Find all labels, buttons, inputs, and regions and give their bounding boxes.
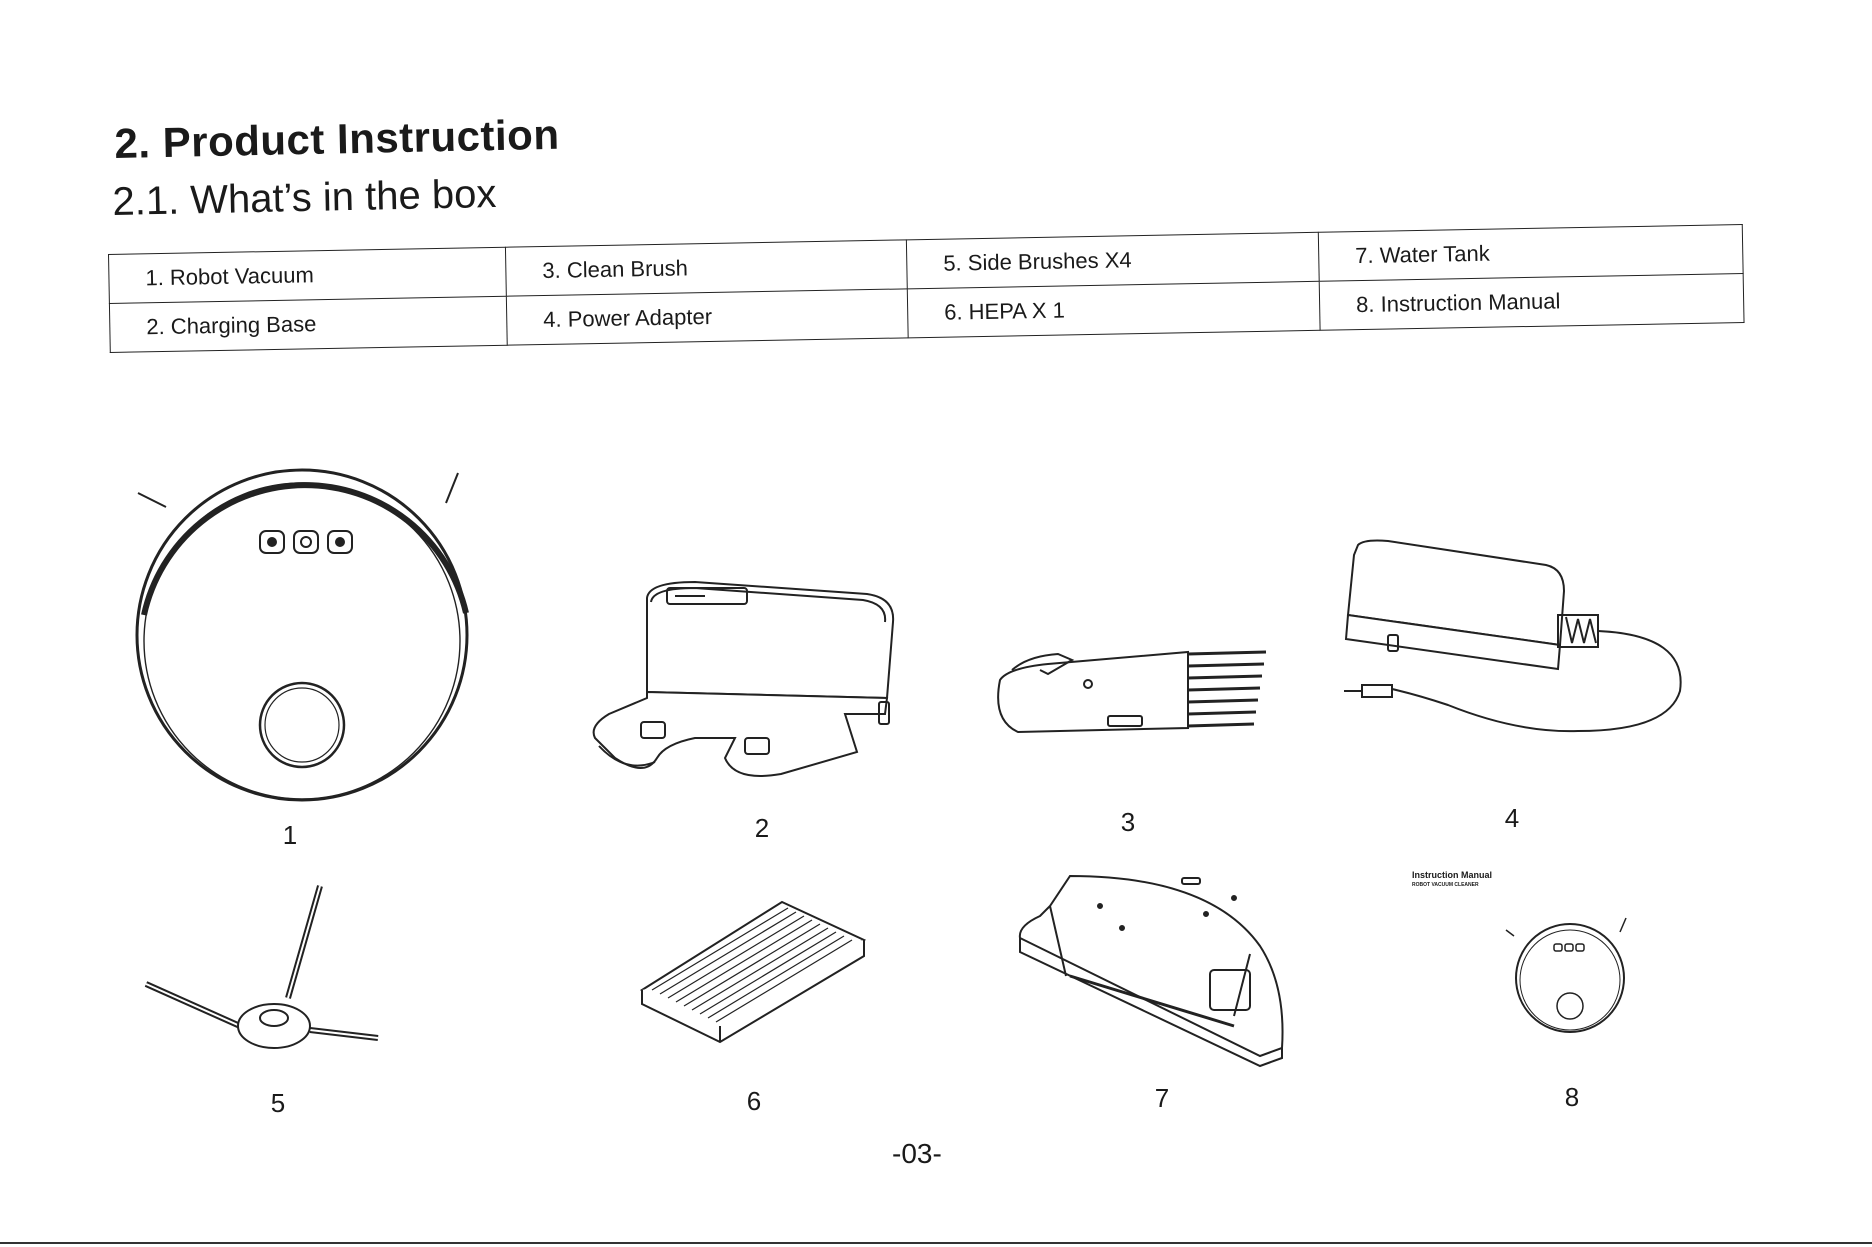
power-adapter-icon [1318,535,1698,745]
robot-vacuum-icon [126,455,486,805]
item-number: 6 [724,1086,784,1117]
table-cell: 8. Instruction Manual [1319,274,1744,331]
item-number: 4 [1482,803,1542,834]
scan-edge-divider [0,1242,1872,1244]
table-cell: 2. Charging Base [109,296,507,352]
manual-cover-subtitle: ROBOT VACUUM CLEANER [1412,882,1479,888]
table-cell: 3. Clean Brush [505,240,907,296]
box-contents-table: 1. Robot Vacuum 3. Clean Brush 5. Side B… [108,224,1745,353]
table-cell: 4. Power Adapter [506,289,908,345]
table-cell: 1. Robot Vacuum [109,247,507,303]
item-number: 3 [1098,807,1158,838]
table-cell: 5. Side Brushes X4 [906,232,1319,289]
hepa-filter-icon [638,898,868,1048]
table-cell: 7. Water Tank [1318,225,1743,282]
charging-base-icon [585,578,905,788]
clean-brush-icon [988,640,1268,740]
page-number: -03- [892,1138,942,1170]
item-number: 7 [1132,1083,1192,1114]
subsection-title: 2.1. What’s in the box [112,172,497,225]
item-number: 5 [248,1088,308,1119]
water-tank-icon [1010,866,1290,1066]
table-cell: 6. HEPA X 1 [907,281,1320,338]
side-brush-icon [140,880,390,1060]
section-title: 2. Product Instruction [114,111,560,168]
item-number: 8 [1542,1082,1602,1113]
manual-cover-title: Instruction Manual [1412,870,1492,880]
item-number: 1 [260,820,320,851]
item-number: 2 [732,813,792,844]
